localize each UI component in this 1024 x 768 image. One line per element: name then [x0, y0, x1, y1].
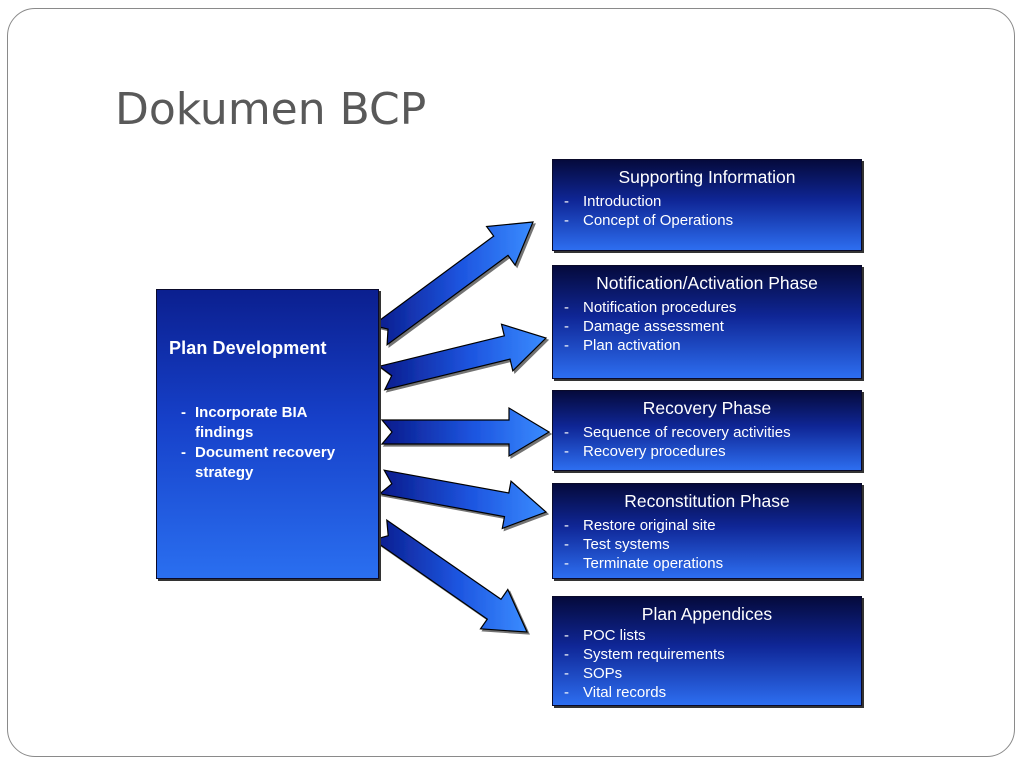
- plan-development-list: Incorporate BIA findings Document recove…: [169, 403, 368, 483]
- phase-list: Sequence of recovery activities Recovery…: [561, 423, 853, 461]
- list-item: Terminate operations: [561, 554, 853, 573]
- list-item: Concept of Operations: [561, 211, 853, 230]
- list-item: Sequence of recovery activities: [561, 423, 853, 442]
- list-item: Introduction: [561, 192, 853, 211]
- supporting-information-box: Supporting Information Introduction Conc…: [552, 159, 862, 251]
- list-item: SOPs: [561, 664, 853, 683]
- phase-title: Notification/Activation Phase: [596, 273, 818, 293]
- phase-list: Notification procedures Damage assessmen…: [561, 298, 853, 355]
- phase-list: Introduction Concept of Operations: [561, 192, 853, 230]
- phase-list: Restore original site Test systems Termi…: [561, 516, 853, 573]
- slide-title: Dokumen BCP: [115, 84, 427, 135]
- recovery-phase-box: Recovery Phase Sequence of recovery acti…: [552, 390, 862, 471]
- plan-development-box: Plan Development Incorporate BIA finding…: [156, 289, 379, 579]
- list-item: Plan activation: [561, 336, 853, 355]
- phase-title: Plan Appendices: [641, 604, 773, 624]
- list-item: Document recovery strategy: [181, 443, 368, 483]
- list-item: Damage assessment: [561, 317, 853, 336]
- notification-activation-box: Notification/Activation Phase Notificati…: [552, 265, 862, 379]
- list-item: Test systems: [561, 535, 853, 554]
- phase-title: Recovery Phase: [642, 398, 772, 418]
- list-item: Recovery procedures: [561, 442, 853, 461]
- list-item: Vital records: [561, 683, 853, 702]
- list-item: POC lists: [561, 626, 853, 645]
- plan-development-title: Plan Development: [169, 338, 327, 358]
- list-item: Incorporate BIA findings: [181, 403, 368, 443]
- phase-title: Supporting Information: [618, 167, 796, 187]
- plan-appendices-box: Plan Appendices POC lists System require…: [552, 596, 862, 706]
- phase-list: POC lists System requirements SOPs Vital…: [561, 626, 853, 702]
- phase-title: Reconstitution Phase: [624, 491, 790, 511]
- reconstitution-phase-box: Reconstitution Phase Restore original si…: [552, 483, 862, 579]
- list-item: Restore original site: [561, 516, 853, 535]
- list-item: Notification procedures: [561, 298, 853, 317]
- list-item: System requirements: [561, 645, 853, 664]
